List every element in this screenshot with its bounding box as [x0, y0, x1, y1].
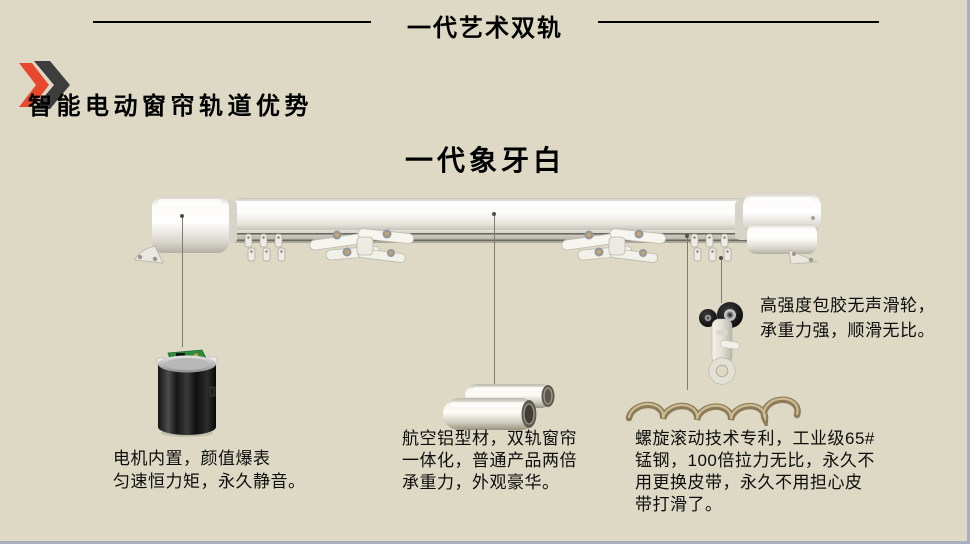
note-spiral-tech: 螺旋滚动技术专利，工业级65# 锰钢，100倍拉力无比，永久不 用更换皮带，永久…	[635, 429, 875, 514]
note-pulley: 高强度包胶无声滑轮， 承重力强，顺滑无比。	[760, 296, 935, 340]
product-subtitle: 一代象牙白	[404, 145, 565, 176]
callout-dot-pulley	[719, 256, 723, 260]
callout-line-motor	[182, 217, 183, 347]
aluminum-profile-image	[443, 384, 555, 430]
bottom-edge-border	[0, 541, 970, 544]
callout-line-pulley	[721, 259, 722, 303]
callout-line-aluminum	[494, 215, 495, 385]
pulley-roller-image	[699, 302, 743, 385]
motor-image	[156, 349, 218, 437]
title-rule-left	[93, 21, 371, 23]
callout-dot-spiral	[685, 234, 689, 238]
right-edge-border	[967, 0, 970, 544]
section-heading: 智能电动窗帘轨道优势	[28, 93, 313, 120]
callout-dot-aluminum	[492, 212, 496, 216]
note-aluminum-profile: 航空铝型材，双轨窗帘 一体化，普通产品两倍 承重力，外观豪华。	[402, 429, 577, 492]
title-rule-right	[598, 21, 879, 23]
callout-dot-motor	[180, 214, 184, 218]
callout-line-spiral	[687, 237, 688, 390]
page-title: 一代艺术双轨	[407, 15, 563, 42]
curtain-track-image	[134, 193, 821, 265]
note-motor: 电机内置，颜值爆表 匀速恒力矩，永久静音。	[113, 449, 306, 491]
double-chevron-icon	[19, 61, 71, 109]
spiral-spring-image	[625, 396, 801, 426]
